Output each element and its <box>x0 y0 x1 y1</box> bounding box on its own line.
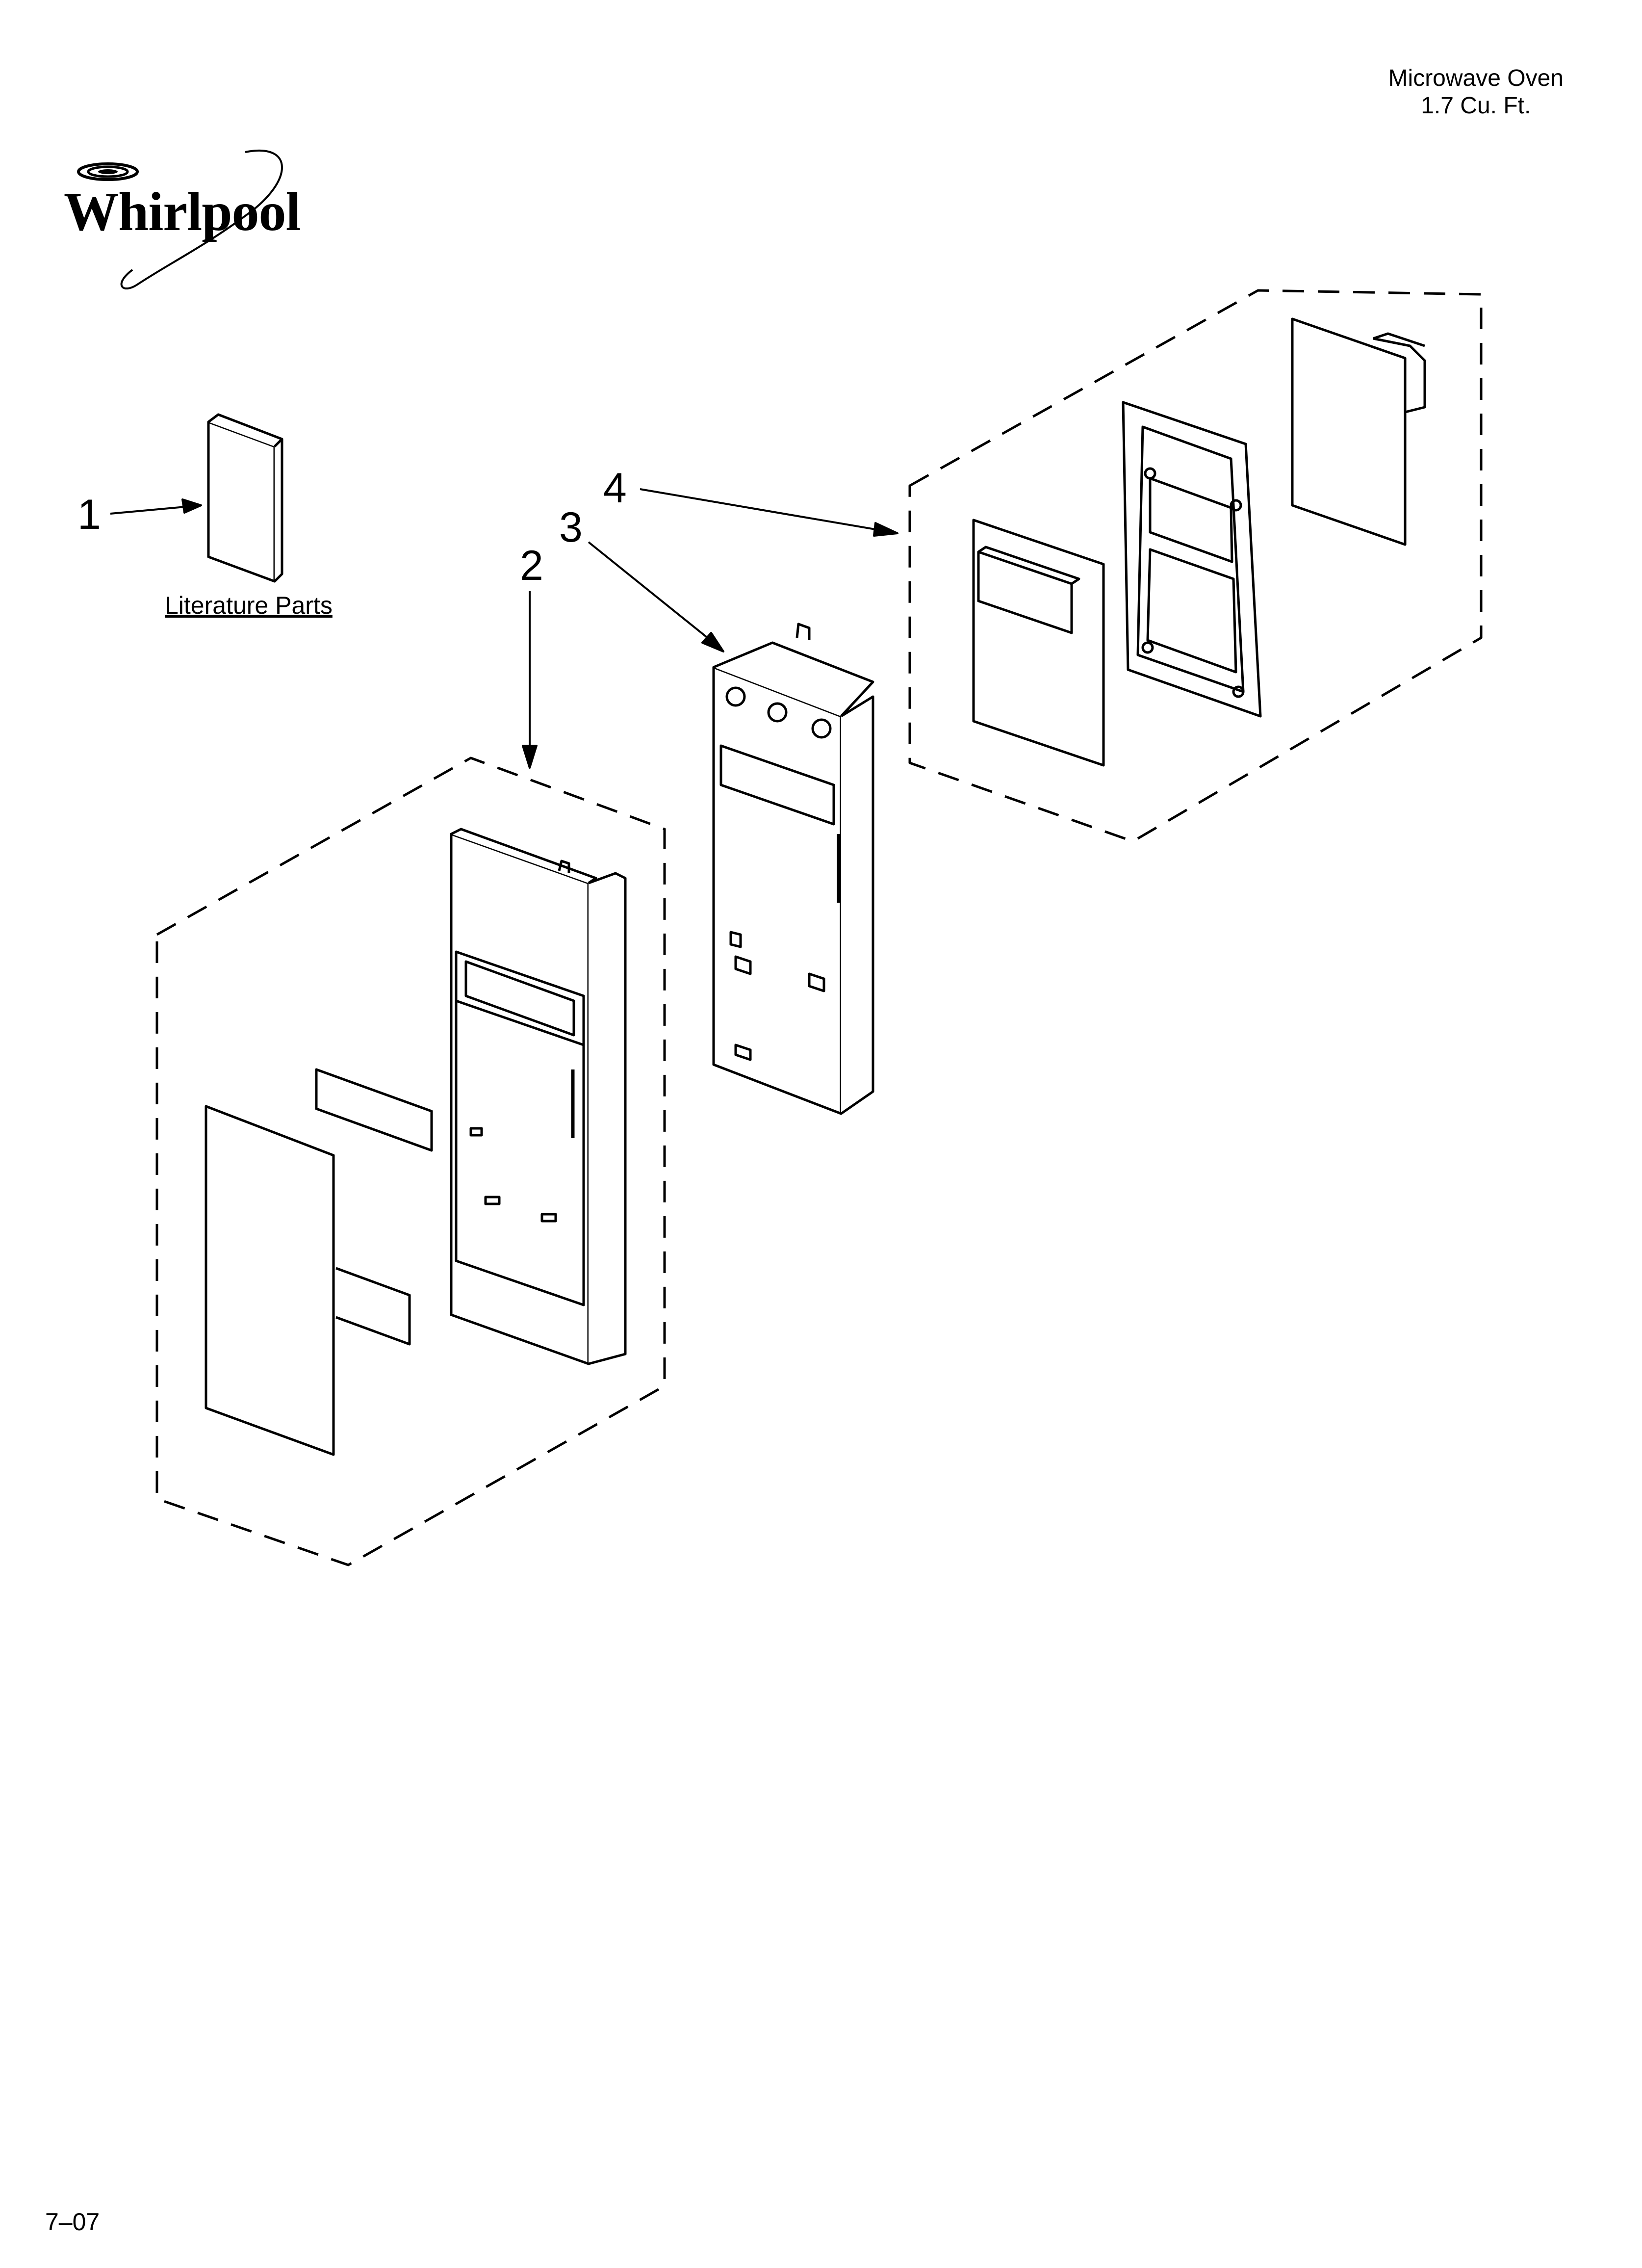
logo-wordmark: Whirlpool <box>64 182 301 242</box>
control-panel-front <box>450 828 627 1365</box>
callout-3: 3 <box>559 504 583 551</box>
whirlpool-logo: Whirlpool <box>39 137 334 294</box>
leader-arrows <box>110 488 898 769</box>
assembly-box-2 <box>155 756 666 1566</box>
callout-2: 2 <box>520 542 543 589</box>
product-title: Microwave Oven 1.7 Cu. Ft. <box>1388 65 1564 120</box>
callout-1: 1 <box>77 491 101 538</box>
assembly-box-4 <box>908 289 1483 843</box>
revision-code: 7–07 <box>45 2208 100 2236</box>
product-name: Microwave Oven <box>1388 65 1564 91</box>
callout-4: 4 <box>603 465 627 512</box>
literature-parts-caption: Literature Parts <box>165 592 333 619</box>
circuit-board <box>1291 317 1426 546</box>
panel-overlay-parts <box>205 1068 433 1456</box>
product-capacity: 1.7 Cu. Ft. <box>1421 93 1531 119</box>
logo-swirl-icon <box>77 149 283 290</box>
control-housing <box>1122 401 1262 718</box>
control-panel-frame <box>712 623 874 1115</box>
literature-booklet <box>207 413 283 583</box>
membrane-keypad <box>972 519 1105 767</box>
